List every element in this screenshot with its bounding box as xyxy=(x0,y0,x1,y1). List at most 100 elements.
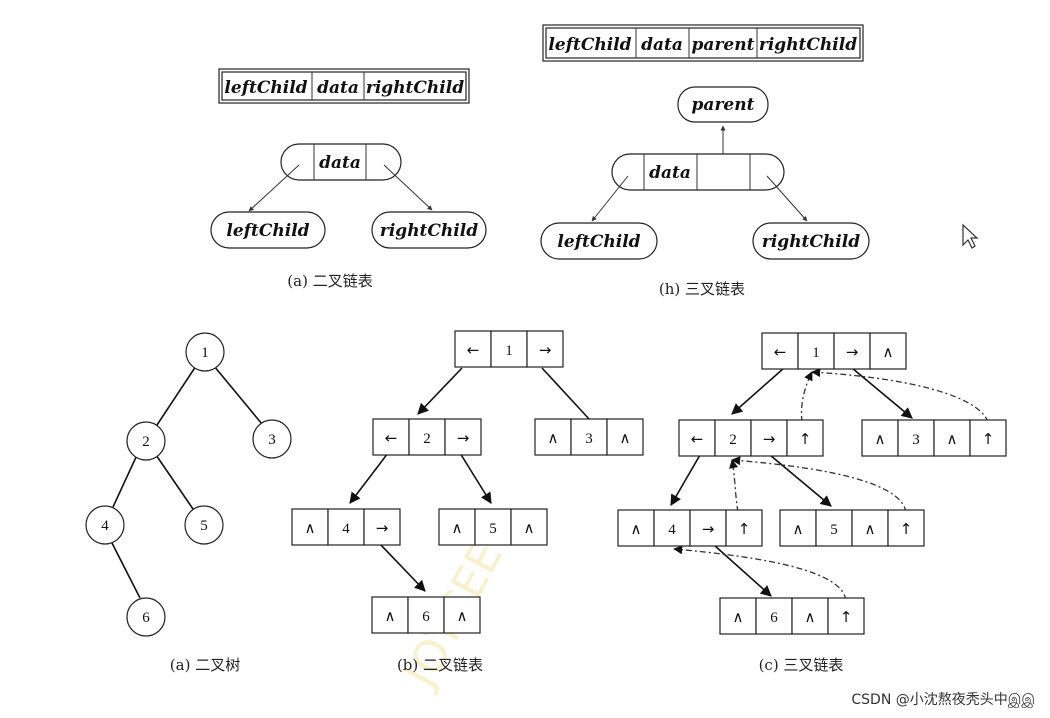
child-pointer-arrow xyxy=(713,544,772,597)
mouse-cursor-icon xyxy=(962,223,979,249)
trinary-node-capsule xyxy=(611,153,785,191)
node-cell xyxy=(719,597,757,635)
format-data-label: data xyxy=(641,35,683,55)
null-pointer-icon: ∧ xyxy=(620,429,631,447)
tree-node-label: 2 xyxy=(142,434,150,450)
null-pointer-icon: ∧ xyxy=(524,519,535,537)
child-pointer-arrow xyxy=(349,452,389,504)
child-pointer-arrow xyxy=(459,452,492,504)
null-pointer-icon: ∧ xyxy=(631,520,642,538)
node-value: 3 xyxy=(585,431,593,447)
right-pointer-icon: → xyxy=(763,430,776,448)
tree-node xyxy=(126,597,166,637)
node-cell xyxy=(327,508,365,546)
node-value: 2 xyxy=(423,431,431,447)
node-cell xyxy=(438,508,476,546)
linked-node: ∧ 6 ∧ xyxy=(371,596,481,634)
null-pointer-icon: ∧ xyxy=(805,608,816,626)
node-value: 2 xyxy=(729,432,737,448)
node-value: 3 xyxy=(912,432,920,448)
child-pointer-arrow xyxy=(731,367,785,415)
node-value: 4 xyxy=(342,521,350,537)
node-value: 4 xyxy=(668,522,676,538)
node-cell xyxy=(750,419,788,457)
caption-trinary-linked-list: (c) 三叉链表 xyxy=(759,656,844,674)
capsule-data-label: data xyxy=(319,153,361,173)
null-pointer-icon: ∧ xyxy=(875,430,886,448)
tree-node xyxy=(126,421,166,461)
node-cell xyxy=(714,419,752,457)
tree-node-label: 3 xyxy=(268,432,276,448)
trinary-node-format: leftChild data parent rightChild xyxy=(542,24,864,62)
parent-pointer-icon: ↑ xyxy=(982,430,995,448)
rightchild-pill-label: rightChild xyxy=(380,221,478,241)
tree-node xyxy=(85,505,125,545)
left-pointer-icon: ← xyxy=(385,429,398,447)
parent-pointer-icon: ↑ xyxy=(840,608,853,626)
node-cell xyxy=(887,509,925,547)
tree-node-label: 5 xyxy=(200,518,208,534)
node-value: 6 xyxy=(422,609,430,625)
null-pointer-icon: ∧ xyxy=(452,519,463,537)
trinary-node-illustration: parent data leftChild rightChild (h) 三叉链… xyxy=(540,86,870,298)
leftchild-arrow xyxy=(591,175,629,222)
node-cell xyxy=(779,509,817,547)
right-pointer-icon: → xyxy=(846,343,859,361)
linked-node: ← 1 → xyxy=(454,330,564,368)
leftchild-pill-label: leftChild xyxy=(557,232,640,252)
caption-binary-linked-top: (a) 二叉链表 xyxy=(287,272,372,290)
node-cell xyxy=(815,509,853,547)
format-rightchild-label: rightChild xyxy=(759,35,857,55)
null-pointer-icon: ∧ xyxy=(865,520,876,538)
node-cell xyxy=(933,419,971,457)
binary-tree: 1 2 3 4 5 6 (a) 二叉树 xyxy=(85,332,292,674)
node-value: 1 xyxy=(505,343,513,359)
tree-node-label: 6 xyxy=(142,610,150,626)
linked-node: ∧ 4 → ↑ xyxy=(617,509,763,547)
right-pointer-icon: → xyxy=(702,520,715,538)
node-cell xyxy=(454,330,492,368)
tree-node-label: 1 xyxy=(201,345,209,361)
node-cell xyxy=(827,597,865,635)
node-cell xyxy=(689,509,727,547)
right-pointer-icon: → xyxy=(539,341,552,359)
trinary-linked-list: ← 1 → ∧ ← 2 → ↑ ∧ 3 ∧ ↑ xyxy=(617,332,1007,674)
node-cell xyxy=(678,419,716,457)
null-pointer-icon: ∧ xyxy=(883,343,894,361)
format-row xyxy=(221,71,467,101)
format-parent-label: parent xyxy=(692,35,755,55)
null-pointer-icon: ∧ xyxy=(305,519,316,537)
parent-pointer-arrow xyxy=(729,459,739,513)
node-value: 6 xyxy=(770,610,778,626)
rightchild-pill-label: rightChild xyxy=(762,232,860,252)
tree-edge xyxy=(112,454,138,508)
linked-node: ∧ 3 ∧ xyxy=(534,418,644,456)
node-cell xyxy=(534,418,572,456)
node-cell xyxy=(444,418,482,456)
parent-pill-label: parent xyxy=(692,95,755,115)
node-cell xyxy=(755,597,793,635)
leftchild-pill xyxy=(210,211,326,249)
node-cell xyxy=(291,508,329,546)
binary-linked-list: ← 1 → ← 2 → ∧ 3 ∧ ∧ 4 → xyxy=(291,330,644,674)
parent-pointer-arrow xyxy=(800,371,813,423)
null-pointer-icon: ∧ xyxy=(947,430,958,448)
tree-node xyxy=(184,505,224,545)
linked-node: ∧ 5 ∧ xyxy=(438,508,548,546)
node-cell xyxy=(606,418,644,456)
null-pointer-icon: ∧ xyxy=(385,607,396,625)
format-leftchild-label: leftChild xyxy=(548,35,631,55)
format-data-label: data xyxy=(317,78,359,98)
linked-node: ∧ 5 ∧ ↑ xyxy=(779,509,925,547)
node-cell xyxy=(372,418,410,456)
node-value: 5 xyxy=(489,521,497,537)
tree-node-label: 4 xyxy=(101,518,109,534)
child-pointer-arrow xyxy=(379,543,426,592)
right-pointer-icon: → xyxy=(376,519,389,537)
left-pointer-icon: ← xyxy=(467,341,480,359)
tree-edge xyxy=(156,365,197,426)
left-pointer-icon: ← xyxy=(691,430,704,448)
parent-pointer-icon: ↑ xyxy=(900,520,913,538)
null-pointer-icon: ∧ xyxy=(457,607,468,625)
node-cell xyxy=(408,418,446,456)
